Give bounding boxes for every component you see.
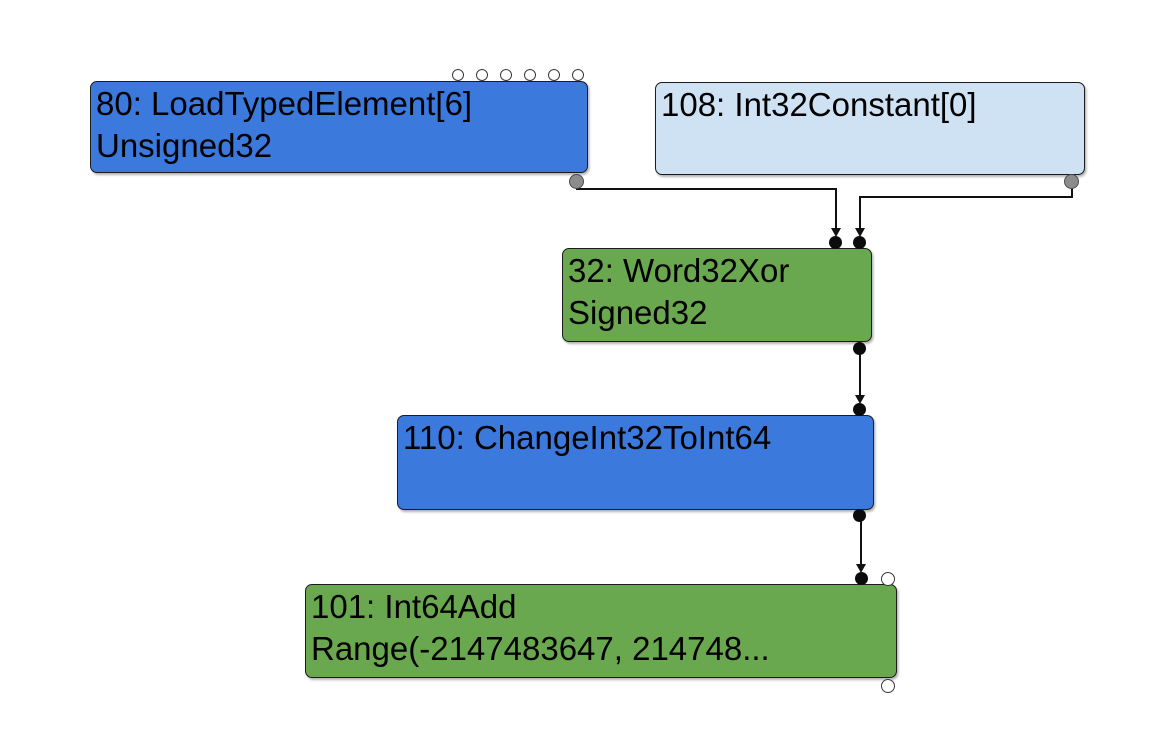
node-type-annotation: Unsigned32 <box>96 127 273 164</box>
edge-110-101-segment <box>860 518 862 565</box>
input-port-node110-icon[interactable] <box>853 403 866 416</box>
graph-node-80[interactable]: 80: LoadTypedElement[6] Unsigned32 <box>90 81 588 173</box>
hidden-input-port-icon[interactable] <box>524 69 536 81</box>
node-type-annotation <box>403 459 868 501</box>
edge-80-32-arrowhead <box>831 228 841 237</box>
edge-108-32-arrowhead <box>855 228 865 237</box>
graph-node-101[interactable]: 101: Int64Add Range(-2147483647, 214748.… <box>305 584 897 678</box>
hidden-input-port-icon[interactable] <box>548 69 560 81</box>
node-type-annotation <box>661 126 1079 168</box>
output-port-node110-icon[interactable] <box>853 509 866 522</box>
hidden-input-port-icon[interactable] <box>452 69 464 81</box>
node-title: 32: Word32Xor <box>568 252 790 289</box>
edge-80-32-segment <box>576 188 837 190</box>
input-port-node101-icon[interactable] <box>855 572 868 585</box>
node-title: 101: Int64Add <box>311 588 517 625</box>
input-port-node32-2-icon[interactable] <box>853 236 866 249</box>
edge-108-32-segment <box>859 196 1073 198</box>
node-title: 110: ChangeInt32ToInt64 <box>403 419 772 456</box>
node-type-annotation: Range(-2147483647, 214748... <box>311 630 770 667</box>
node-title: 108: Int32Constant[0] <box>661 86 977 123</box>
edge-110-101-arrowhead <box>856 564 866 573</box>
edge-108-32-segment <box>1071 181 1073 198</box>
hidden-input-port-icon[interactable] <box>476 69 488 81</box>
unconnected-output-port-node101-icon[interactable] <box>881 679 895 693</box>
graph-node-110[interactable]: 110: ChangeInt32ToInt64 <box>397 415 874 510</box>
edge-32-110-arrowhead <box>855 395 865 404</box>
graph-node-32[interactable]: 32: Word32Xor Signed32 <box>562 248 872 342</box>
unconnected-input-port-node101-icon[interactable] <box>881 572 895 586</box>
edge-32-110-segment <box>859 350 861 398</box>
edge-108-32-segment <box>859 196 861 232</box>
graph-node-108[interactable]: 108: Int32Constant[0] <box>655 82 1085 175</box>
output-port-node108-icon[interactable] <box>1064 174 1079 189</box>
hidden-input-port-icon[interactable] <box>572 69 584 81</box>
node-type-annotation: Signed32 <box>568 294 708 331</box>
output-port-node80-icon[interactable] <box>569 174 584 189</box>
edge-80-32-segment <box>835 188 837 232</box>
hidden-input-port-icon[interactable] <box>500 69 512 81</box>
node-title: 80: LoadTypedElement[6] <box>96 85 473 122</box>
output-port-node32-icon[interactable] <box>853 342 866 355</box>
input-port-node32-1-icon[interactable] <box>829 236 842 249</box>
